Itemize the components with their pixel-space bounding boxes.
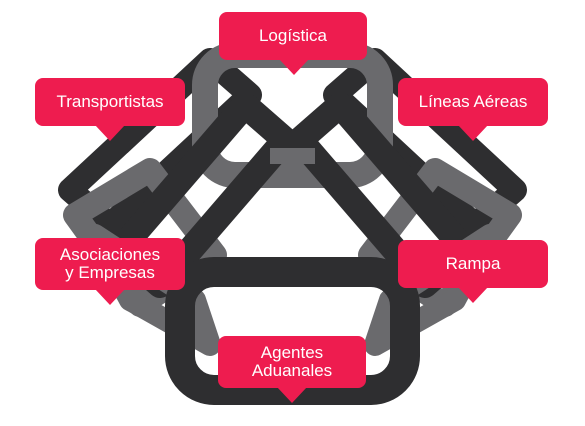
callout-transportistas: Transportistas <box>35 78 185 141</box>
callout-pointer <box>95 289 125 305</box>
callout-pointer <box>277 387 307 403</box>
callout-label: Logística <box>258 26 328 45</box>
callout-label: Asociaciones y Empresas <box>59 245 161 282</box>
callout-lineas-aereas: Líneas Aéreas <box>398 78 548 141</box>
callout-rampa: Rampa <box>398 240 548 303</box>
callout-agentes-aduanales: Agentes Aduanales <box>218 336 366 403</box>
callout-label: Líneas Aéreas <box>418 92 528 111</box>
callout-label: Rampa <box>445 254 501 273</box>
callout-pointer <box>458 287 488 303</box>
callout-pointer <box>458 125 488 141</box>
callout-pointer <box>279 59 309 75</box>
link-center-bar <box>270 148 315 164</box>
link-top-right <box>323 48 527 237</box>
callout-label: Transportistas <box>56 92 164 111</box>
callout-asociaciones: Asociaciones y Empresas <box>35 238 185 305</box>
callout-pointer <box>95 125 125 141</box>
callout-label: Agentes Aduanales <box>251 343 333 380</box>
callout-logistica: Logística <box>219 12 367 75</box>
link-lower-bar <box>240 258 345 278</box>
